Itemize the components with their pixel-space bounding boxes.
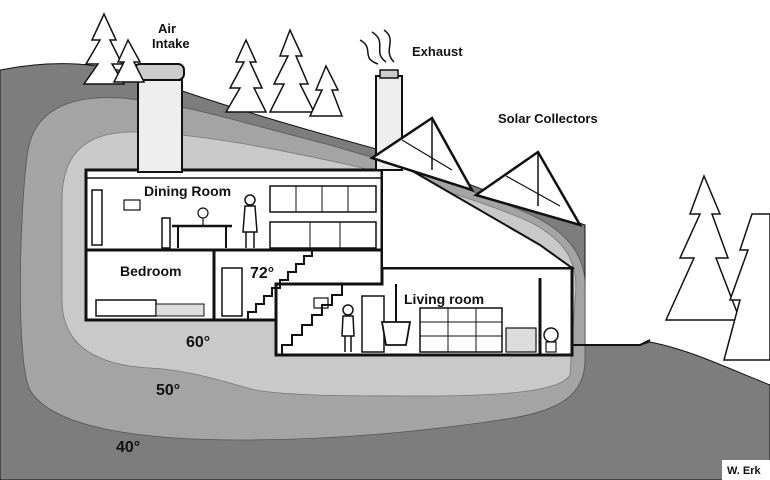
dining-room-label: Dining Room: [144, 183, 231, 199]
lower-staircase: [281, 285, 343, 355]
exhaust-label: Exhaust: [412, 44, 463, 59]
bed: [95, 299, 157, 317]
temp-60-label: 60°: [186, 334, 210, 351]
person-living: [342, 304, 354, 316]
dining-chair: [161, 217, 171, 249]
air-intake-label-line2: Intake: [152, 36, 190, 51]
temp-40-label: 40°: [116, 439, 140, 456]
sofa: [505, 327, 537, 353]
air-intake-chimney: [137, 79, 183, 173]
credit-label: W. Erk: [727, 465, 762, 477]
wall-picture-living: [313, 297, 329, 309]
bedroom-door: [221, 267, 243, 317]
potted-plant: [543, 327, 559, 343]
solar-collector-left: [369, 116, 475, 193]
solar-collectors-label: Solar Collectors: [498, 111, 598, 126]
bookshelf: [419, 307, 503, 353]
staircase: [247, 250, 313, 320]
lower-cabinets: [269, 221, 377, 249]
living-room-label: Living room: [404, 291, 484, 307]
ground-line: [560, 339, 651, 346]
trees-right: [664, 173, 770, 361]
temp-72-label: 72°: [250, 265, 274, 282]
trees-left: [82, 12, 344, 117]
upper-cabinets: [269, 185, 377, 213]
exhaust-smoke: [359, 29, 395, 65]
fireplace: [380, 321, 412, 346]
air-intake-label-line1: Air: [158, 21, 176, 36]
credit-box: [722, 460, 770, 480]
temp-50-label: 50°: [156, 382, 180, 399]
bedroom-label: Bedroom: [120, 263, 181, 279]
dining-door: [91, 189, 103, 246]
wall-picture-dining: [123, 199, 141, 211]
person-dining: [244, 194, 256, 206]
bed-cover: [155, 303, 205, 317]
